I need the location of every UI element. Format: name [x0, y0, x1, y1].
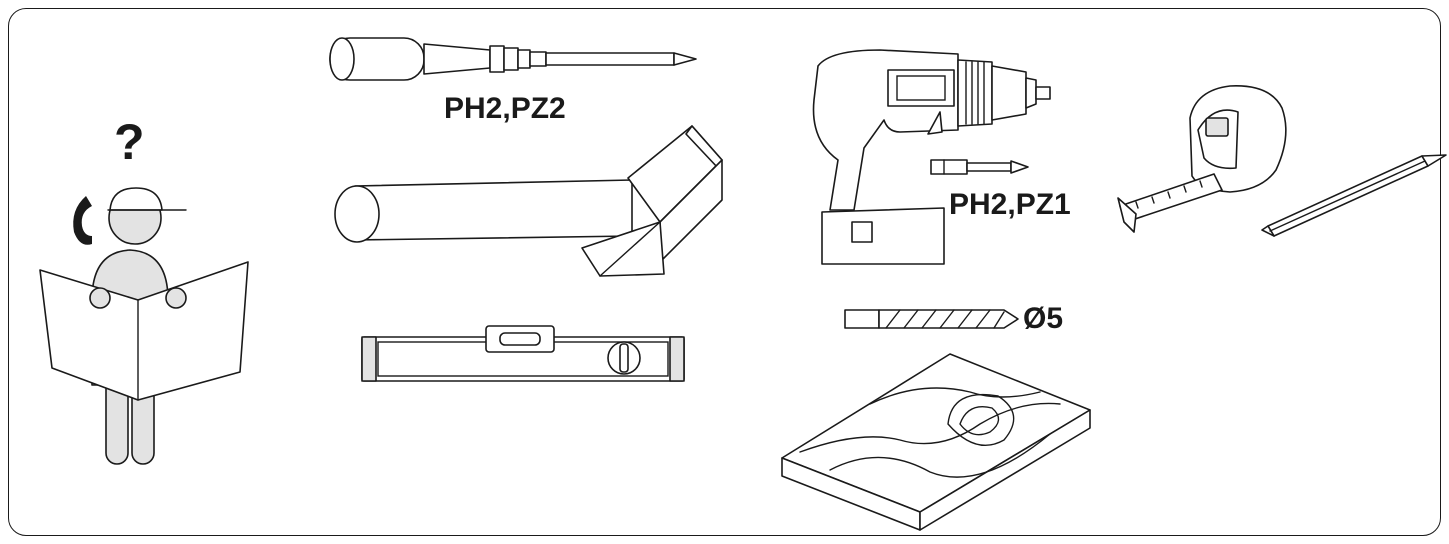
drill-diameter-label: Ø5: [1023, 302, 1064, 335]
spirit-level-icon: [361, 325, 685, 382]
screwdriver-icon: [329, 37, 697, 81]
drill-bit-icon: [844, 309, 1019, 329]
cordless-drill-icon: [812, 49, 1051, 265]
tape-measure-icon: [1117, 85, 1287, 233]
screwdriver-bit-icon: [930, 159, 1029, 175]
screwdriver-bit-label: PH2,PZ2: [444, 92, 566, 125]
pencil-icon: [1261, 154, 1447, 237]
hammer-icon: [334, 125, 723, 277]
question-mark: ?: [114, 114, 145, 170]
phone-icon: [73, 196, 92, 245]
person-reading-instructions-icon: [39, 187, 249, 465]
tools-panel-frame: [8, 8, 1441, 536]
drill-bit-type-label: PH2,PZ1: [949, 188, 1071, 221]
wood-board-icon: [781, 353, 1091, 531]
